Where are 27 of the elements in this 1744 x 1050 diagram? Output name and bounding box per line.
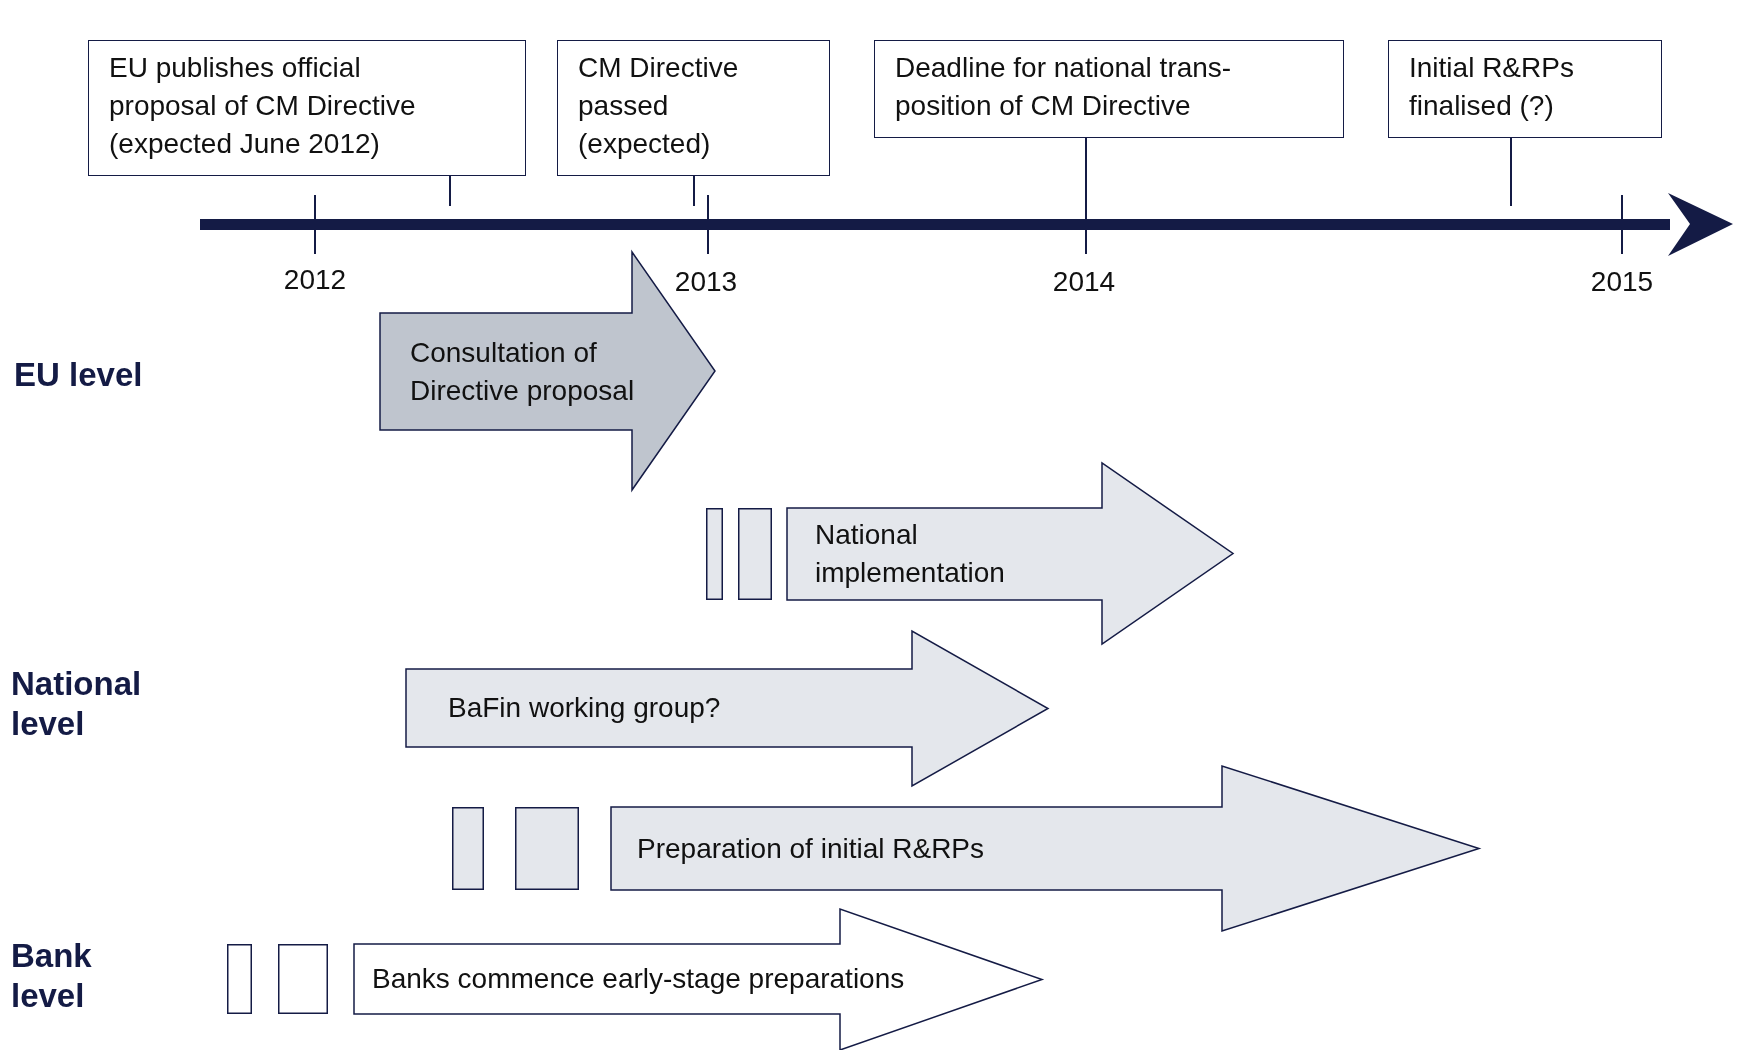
leader-line — [693, 175, 695, 207]
callout-box — [874, 40, 1344, 138]
phase-block — [787, 463, 1233, 644]
callout-box — [88, 40, 526, 176]
row-label: National level — [11, 664, 143, 744]
phase-block — [611, 766, 1479, 931]
phase-label: National implementation — [815, 518, 1006, 590]
callout-text: Initial R&RPs finalised (?) — [1409, 51, 1575, 123]
callout-text: CM Directive passed (expected) — [578, 51, 740, 161]
year-label: 2013 — [674, 266, 738, 298]
phase-label: Consultation of Directive proposal — [410, 335, 636, 408]
callout-box — [557, 40, 830, 176]
callout-box — [1388, 40, 1662, 138]
phase-label: Preparation of initial R&RPs — [637, 831, 985, 866]
phase-block — [406, 631, 1048, 786]
year-label: 2012 — [283, 264, 347, 296]
phase-block — [354, 909, 1042, 1050]
leader-line — [449, 175, 451, 207]
row-label: Bank level — [11, 936, 93, 1016]
year-label: 2014 — [1052, 266, 1116, 298]
callout-text: Deadline for national trans- position of CM Directive — [895, 51, 1233, 123]
leader-line — [1510, 137, 1512, 207]
phase-label: BaFin working group? — [448, 691, 721, 725]
callout-text: EU publishes official proposal of CM Directive (expected June 2012) — [109, 51, 417, 161]
year-label: 2015 — [1590, 266, 1654, 298]
row-label: EU level — [14, 355, 144, 395]
phase-label: Banks commence early-stage preparations — [372, 962, 905, 996]
